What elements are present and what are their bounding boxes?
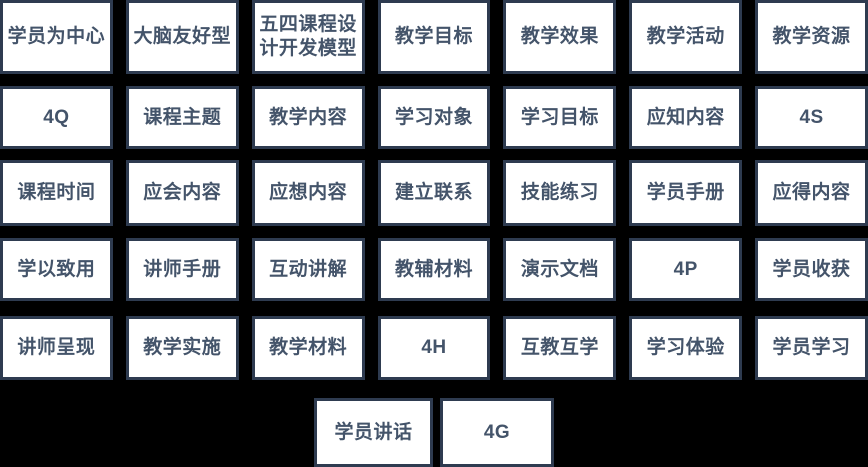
card-r2c5[interactable]: 学习目标	[503, 86, 617, 149]
card-r3c2[interactable]: 应会内容	[125, 160, 239, 226]
card-label: 4H	[421, 337, 447, 359]
card-label: 教辅材料	[394, 258, 473, 280]
card-label: 学以致用	[17, 258, 96, 280]
card-label: 互教互学	[520, 337, 599, 359]
card-r6c2[interactable]: 4G	[440, 398, 554, 467]
card-r3c4[interactable]: 建立联系	[377, 160, 491, 226]
card-label: 学习对象	[394, 106, 473, 128]
card-row-5: 讲师呈现 教学实施 教学材料 4H 互教互学 学习体验 学员学习	[0, 316, 868, 380]
card-label: 教学效果	[520, 26, 599, 48]
card-label: 讲师呈现	[17, 337, 96, 359]
card-r1c3[interactable]: 五四课程设 计开发模型	[251, 0, 365, 74]
card-r1c4[interactable]: 教学目标	[377, 0, 491, 74]
card-r2c1[interactable]: 4Q	[0, 86, 113, 149]
card-r5c2[interactable]: 教学实施	[125, 316, 239, 380]
card-label: 教学活动	[646, 26, 725, 48]
card-r3c1[interactable]: 课程时间	[0, 160, 113, 226]
card-label: 互动讲解	[269, 258, 348, 280]
card-label: 课程主题	[143, 106, 222, 128]
card-r4c5[interactable]: 演示文档	[503, 238, 617, 301]
card-label: 学员收获	[772, 258, 851, 280]
card-label: 教学目标	[394, 26, 473, 48]
card-r1c5[interactable]: 教学效果	[503, 0, 617, 74]
card-r1c6[interactable]: 教学活动	[629, 0, 743, 74]
card-label: 4G	[483, 421, 511, 443]
card-label: 应想内容	[269, 182, 348, 204]
card-r3c5[interactable]: 技能练习	[503, 160, 617, 226]
card-r2c6[interactable]: 应知内容	[629, 86, 743, 149]
card-r4c1[interactable]: 学以致用	[0, 238, 113, 301]
card-r4c6[interactable]: 4P	[629, 238, 743, 301]
card-row-2: 4Q 课程主题 教学内容 学习对象 学习目标 应知内容 4S	[0, 86, 868, 149]
card-label: 学习体验	[646, 337, 725, 359]
card-r2c4[interactable]: 学习对象	[377, 86, 491, 149]
card-r4c2[interactable]: 讲师手册	[125, 238, 239, 301]
card-r4c3[interactable]: 互动讲解	[251, 238, 365, 301]
card-r2c2[interactable]: 课程主题	[125, 86, 239, 149]
card-label: 教学实施	[143, 337, 222, 359]
card-r5c6[interactable]: 学习体验	[629, 316, 743, 380]
card-r5c5[interactable]: 互教互学	[503, 316, 617, 380]
card-r2c7[interactable]: 4S	[755, 86, 868, 149]
card-row-3: 课程时间 应会内容 应想内容 建立联系 技能练习 学员手册 应得内容	[0, 160, 868, 226]
card-label: 演示文档	[520, 258, 599, 280]
card-label: 应得内容	[772, 182, 851, 204]
card-label: 讲师手册	[143, 258, 222, 280]
card-label: 教学内容	[269, 106, 348, 128]
card-row-bottom: 学员讲话 4G	[0, 398, 868, 467]
card-r2c3[interactable]: 教学内容	[251, 86, 365, 149]
card-label: 学习目标	[520, 106, 599, 128]
card-r5c1[interactable]: 讲师呈现	[0, 316, 113, 380]
card-label: 学员学习	[772, 337, 851, 359]
card-row-4: 学以致用 讲师手册 互动讲解 教辅材料 演示文档 4P 学员收获	[0, 238, 868, 301]
card-row-1: 学员为中心 大脑友好型 五四课程设 计开发模型 教学目标 教学效果 教学活动 教…	[0, 0, 868, 74]
card-r3c7[interactable]: 应得内容	[755, 160, 868, 226]
card-r1c7[interactable]: 教学资源	[755, 0, 868, 74]
card-r5c4[interactable]: 4H	[377, 316, 491, 380]
card-label: 学员手册	[646, 182, 725, 204]
card-label: 4P	[673, 258, 698, 280]
card-r5c3[interactable]: 教学材料	[251, 316, 365, 380]
card-label: 应会内容	[143, 182, 222, 204]
card-label: 建立联系	[394, 182, 473, 204]
card-r4c7[interactable]: 学员收获	[755, 238, 868, 301]
card-label: 大脑友好型	[133, 26, 232, 48]
card-r1c2[interactable]: 大脑友好型	[125, 0, 239, 74]
card-r6c1[interactable]: 学员讲话	[314, 398, 433, 467]
card-label: 课程时间	[17, 182, 96, 204]
card-r3c3[interactable]: 应想内容	[251, 160, 365, 226]
card-label: 应知内容	[646, 106, 725, 128]
card-label: 教学材料	[269, 337, 348, 359]
card-r1c1[interactable]: 学员为中心	[0, 0, 113, 74]
card-r4c4[interactable]: 教辅材料	[377, 238, 491, 301]
card-label: 五四课程设 计开发模型	[259, 14, 357, 59]
card-label: 学员为中心	[7, 26, 106, 48]
card-r3c6[interactable]: 学员手册	[629, 160, 743, 226]
card-label: 4S	[799, 106, 824, 128]
card-label: 4Q	[43, 106, 70, 128]
card-label: 技能练习	[520, 182, 599, 204]
card-r5c7[interactable]: 学员学习	[755, 316, 868, 380]
card-label: 学员讲话	[334, 421, 413, 443]
card-label: 教学资源	[772, 26, 851, 48]
